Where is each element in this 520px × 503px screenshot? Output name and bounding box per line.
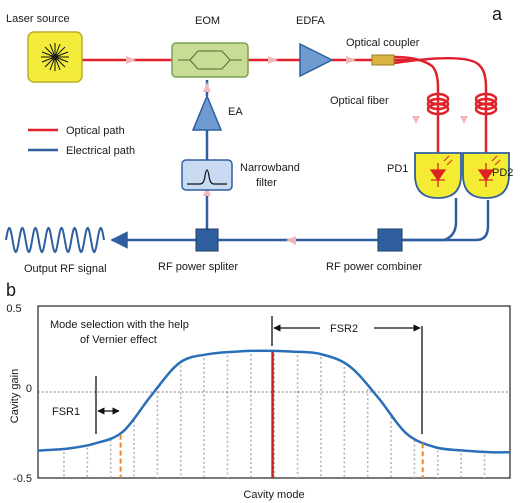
annotation-line1: Mode selection with the help [50, 319, 189, 331]
rf-combiner-box [377, 228, 403, 252]
optical-coupler [371, 54, 395, 66]
pd2-label: PD2 [492, 167, 513, 179]
output-label: Output RF signal [24, 263, 107, 275]
x-axis-label: Cavity mode [243, 489, 304, 501]
ea-amplifier [191, 94, 223, 131]
filter-label-line2: filter [256, 177, 277, 189]
filter-label-line1: Narrowband [240, 162, 300, 174]
starburst-icon [41, 43, 69, 71]
laser-source [27, 31, 83, 83]
ea-label: EA [228, 106, 243, 118]
rf-splitter-box [195, 228, 219, 252]
edfa-amplifier [299, 42, 334, 78]
eom-label: EOM [195, 15, 220, 27]
pd1-photodetector [414, 152, 462, 199]
laser-label: Laser source [6, 13, 70, 25]
narrowband-filter [181, 159, 233, 191]
splitter-label: RF power spliter [158, 261, 238, 273]
fsr2-label: FSR2 [330, 323, 358, 335]
optical-paths [82, 55, 498, 153]
output-rf-wave [5, 226, 105, 254]
edfa-label: EDFA [296, 15, 325, 27]
legend-electrical-label: Electrical path [66, 145, 135, 157]
coupler-label: Optical coupler [346, 37, 420, 49]
legend-optical-label: Optical path [66, 125, 125, 137]
eom-modulator [171, 42, 249, 78]
fsr1-label: FSR1 [52, 406, 80, 418]
panel-b-label: b [6, 280, 16, 300]
pd2-photodetector [462, 152, 510, 199]
annotation-line2: of Vernier effect [80, 334, 157, 346]
flow-arrows [126, 56, 468, 245]
ytick-top: 0.5 [6, 303, 21, 315]
combiner-label: RF power combiner [326, 261, 422, 273]
pd1-label: PD1 [387, 163, 408, 175]
ytick-zero: 0 [26, 383, 32, 395]
legend: Optical path Electrical path [28, 125, 135, 157]
cavity-gain-chart [37, 305, 511, 479]
panel-a-label: a [492, 4, 503, 24]
y-axis-label: Cavity gain [9, 369, 21, 423]
mode-lines [63, 354, 486, 478]
fiber-label: Optical fiber [330, 95, 389, 107]
gain-curve [37, 349, 511, 454]
ytick-bottom: -0.5 [13, 473, 32, 485]
